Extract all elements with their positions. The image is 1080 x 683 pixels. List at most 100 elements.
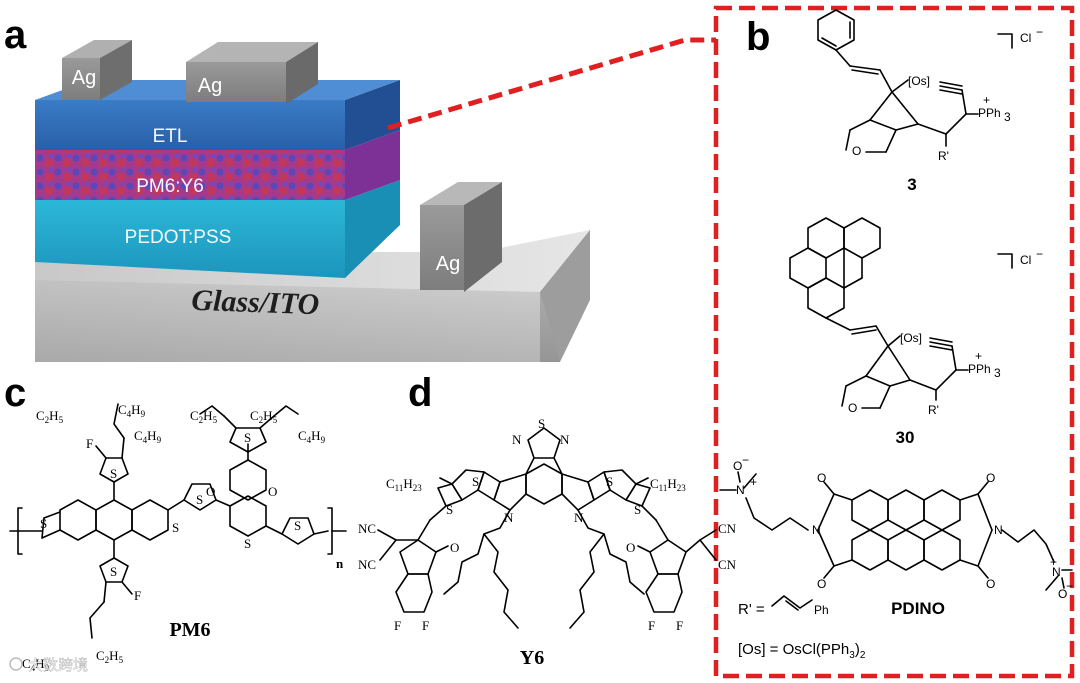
os-definition: [Os] = OsCl(PPh3)2: [738, 641, 866, 661]
ag-label-2: Ag: [198, 75, 222, 97]
pm6-label: PM6: [169, 619, 210, 641]
c30-metal: [Os]: [900, 331, 922, 345]
ag-electrode-1: [62, 40, 132, 100]
y6-s-thiadiazole: S: [538, 416, 545, 431]
pm6-s-7: S: [244, 536, 251, 551]
panel-b-highlight-box: [713, 5, 1075, 679]
active-layer: [35, 150, 345, 200]
c30-counter-ion: Cl: [1020, 253, 1031, 267]
y6-n-pyrrole-right: N: [574, 510, 584, 525]
c3-ligand-sub: 3: [1004, 110, 1011, 124]
c3-bracket: [997, 33, 1013, 49]
compound-30-structure: [789, 217, 969, 409]
c30-ligand-sub: 3: [994, 366, 1001, 380]
y6-label: Y6: [520, 647, 544, 669]
pm6-o-right: O: [268, 484, 277, 499]
glass-substrate-front: [35, 280, 560, 362]
pm6-c4h9-mid: C4H9: [134, 428, 162, 445]
c3-charge: −: [1036, 25, 1043, 39]
y6-n-right: N: [560, 432, 570, 447]
y6-f-1: F: [394, 618, 401, 633]
rgroup-definition-prefix: R' =: [738, 601, 765, 618]
pdino-n-right: N: [994, 523, 1003, 537]
y6-f-2: F: [422, 618, 429, 633]
pdino-o-minus-right: O: [1058, 587, 1067, 601]
c3-plus: +: [983, 93, 990, 107]
etl-label: ETL: [153, 126, 188, 147]
panel-label-d: d: [408, 371, 432, 415]
panel-label-a: a: [4, 13, 27, 57]
panel-label-c: c: [4, 371, 26, 415]
pdino-o-2: O: [817, 577, 826, 591]
c30-charge: −: [1036, 247, 1043, 261]
c30-ligand: PPh: [968, 362, 991, 376]
compound-3-label: 3: [907, 175, 916, 194]
pm6-repeat-n: n: [336, 556, 344, 571]
c30-bracket: [997, 253, 1013, 269]
y6-s-2: S: [606, 474, 613, 489]
pdino-o-3: O: [986, 471, 995, 485]
panel-label-b: b: [746, 15, 770, 59]
htl-layer: [35, 200, 345, 278]
pm6-o-left: O: [206, 484, 215, 499]
watermark: 大数跨境: [9, 656, 88, 674]
pm6-c4h9-bottom: C4H9: [22, 656, 50, 673]
pdino-o-1: O: [817, 471, 826, 485]
c3-oxygen: O: [852, 144, 861, 158]
pm6-c2h5-bottom: C2H5: [96, 648, 124, 665]
y6-c11h23-left: C11H23: [386, 476, 422, 493]
active-layer-side: [345, 130, 400, 200]
c3-rgroup: R': [938, 149, 949, 163]
pdino-n-oxide-right: N: [1052, 565, 1061, 579]
c3-counter-ion: Cl: [1020, 31, 1031, 45]
pm6-c4h9-left: C4H9: [118, 402, 146, 419]
active-layer-label: PM6:Y6: [136, 176, 204, 197]
etl-layer: [35, 100, 345, 150]
c3-metal: [Os]: [908, 74, 930, 88]
pdino-n-plus-right: +: [1050, 555, 1057, 569]
pm6-c2h5-mid: C2H5: [190, 408, 218, 425]
pdino-o-charge-right: −: [1066, 579, 1073, 593]
y6-s-1: S: [472, 474, 479, 489]
c30-plus: +: [975, 349, 982, 363]
c3-ligand: PPh: [978, 106, 1001, 120]
y6-c11h23-right: C11H23: [650, 476, 686, 493]
pm6-s-3: S: [40, 516, 47, 531]
pm6-f-bottom: F: [134, 588, 141, 603]
y6-cn-bottom-right: CN: [718, 557, 737, 572]
y6-s-4: S: [634, 502, 641, 517]
pdino-o-4: O: [986, 577, 995, 591]
pm6-c2h5-right: C2H5: [250, 408, 278, 425]
pdino-structure: [719, 471, 1073, 591]
pm6-s-1: S: [110, 466, 117, 481]
rgroup-definition-suffix: Ph: [814, 603, 829, 617]
y6-s-3: S: [446, 502, 453, 517]
y6-f-4: F: [676, 618, 683, 633]
pm6-s-4: S: [172, 520, 179, 535]
y6-f-3: F: [648, 618, 655, 633]
htl-label: PEDOT:PSS: [125, 227, 232, 248]
pdino-n-plus-left: +: [750, 475, 757, 489]
compound-3-structure: [817, 9, 979, 153]
pdino-label: PDINO: [891, 599, 945, 618]
y6-structure: [377, 427, 717, 629]
htl-layer-side: [345, 180, 400, 278]
etl-layer-side: [345, 80, 400, 150]
pm6-s-8: S: [294, 518, 301, 533]
ag-label-1: Ag: [72, 67, 96, 89]
c30-oxygen: O: [848, 401, 857, 415]
pdino-o-charge-left: −: [742, 453, 749, 467]
pdino-o-minus-left: O: [733, 459, 742, 473]
substrate-label: Glass/ITO: [191, 284, 320, 321]
pdino-n-oxide-left: N: [736, 483, 745, 497]
pdino-n-left: N: [812, 523, 821, 537]
pm6-structure: [9, 403, 347, 639]
pm6-s-2: S: [110, 564, 117, 579]
device-schematic: Ag Ag Ag ETL PM6:Y6 PEDOT:PSS Glass/ITO: [35, 40, 590, 362]
y6-n-left: N: [512, 432, 522, 447]
pm6-c4h9-right: C4H9: [298, 428, 326, 445]
y6-nc-top-left: NC: [358, 521, 376, 536]
compound-30-label: 30: [896, 428, 915, 447]
pm6-s-6: S: [244, 430, 251, 445]
